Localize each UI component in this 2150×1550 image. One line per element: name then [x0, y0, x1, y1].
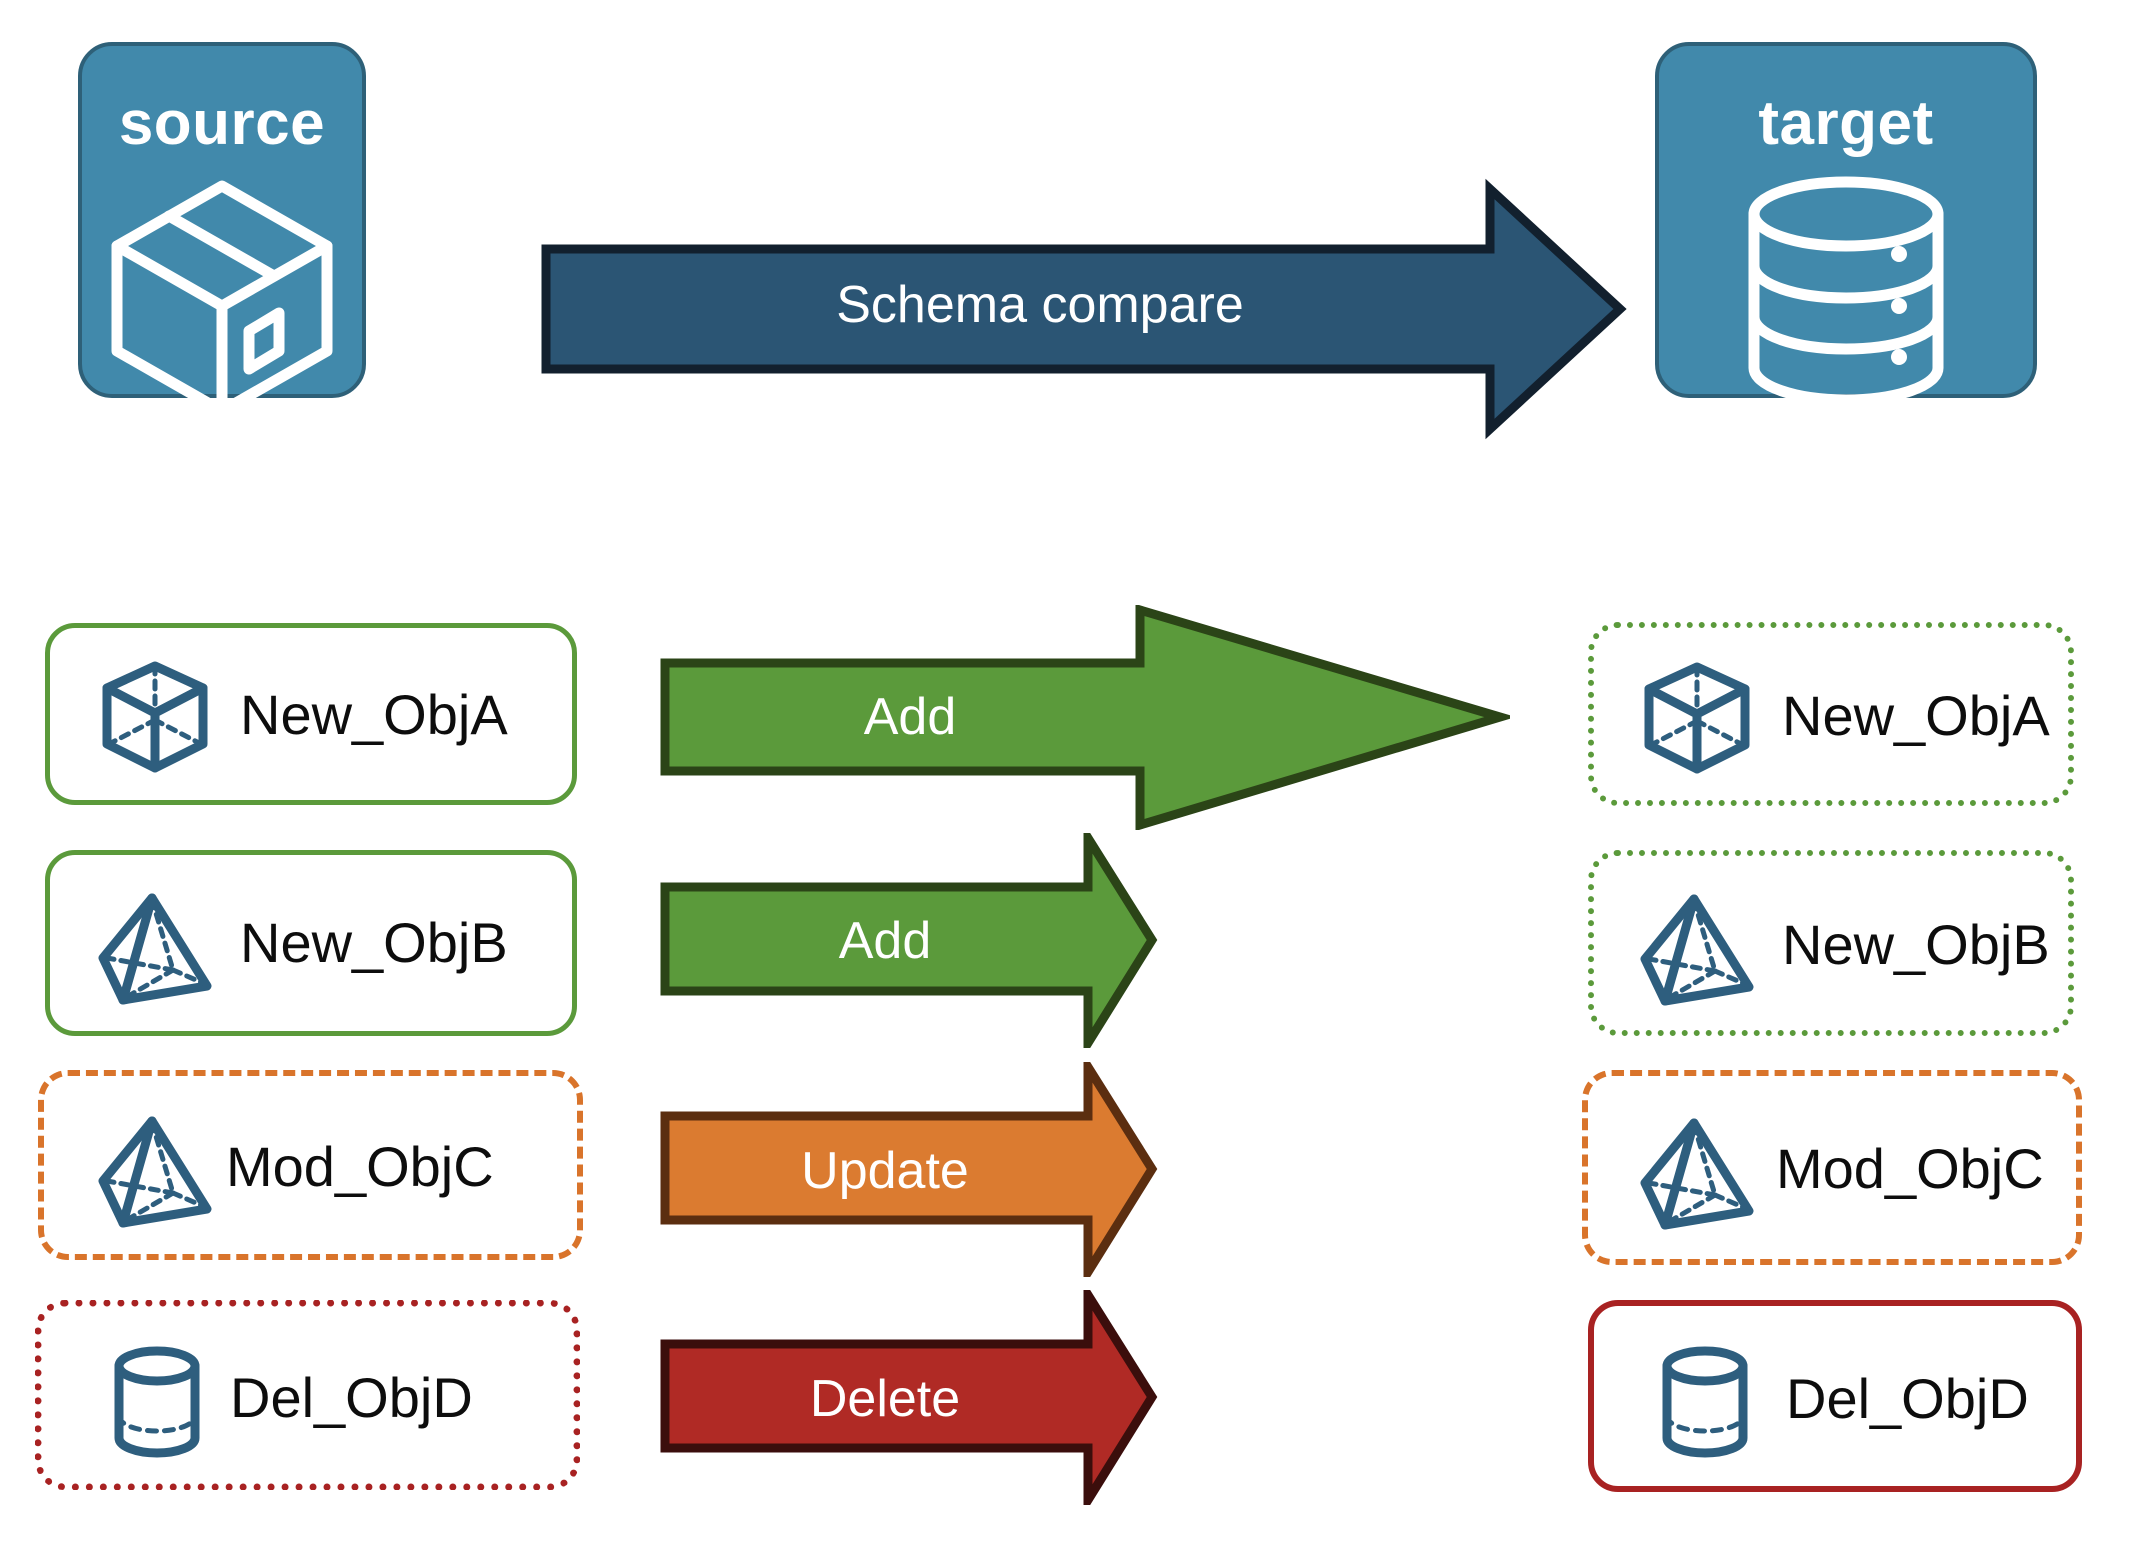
- source-object-label-0: New_ObjA: [240, 683, 508, 746]
- action-arrow-2[interactable]: Update: [660, 1051, 1160, 1288]
- source-object-card-3[interactable]: Del_ObjD: [35, 1300, 580, 1490]
- endpoint-card-source[interactable]: source: [78, 42, 366, 406]
- source-object-label-3: Del_ObjD: [230, 1366, 473, 1429]
- target-object-label-0: New_ObjA: [1782, 684, 2050, 747]
- source-object-card-0[interactable]: New_ObjA: [45, 623, 577, 805]
- database-cylinder-icon: [1659, 176, 2033, 406]
- cube-outline-icon: [1634, 656, 1760, 782]
- source-object-label-1: New_ObjB: [240, 911, 508, 974]
- pyramid-outline-icon: [1634, 886, 1760, 1012]
- endpoint-title-source: source: [118, 89, 326, 158]
- target-object-label-3: Del_ObjD: [1786, 1367, 2029, 1430]
- target-object-card-0[interactable]: New_ObjA: [1588, 622, 2074, 806]
- cylinder-outline-icon: [94, 1339, 220, 1465]
- pyramid-outline-icon: [92, 885, 218, 1011]
- target-object-label-1: New_ObjB: [1782, 913, 2050, 976]
- package-box-icon: [82, 176, 362, 406]
- action-arrow-3[interactable]: Delete: [660, 1279, 1160, 1516]
- source-object-card-1[interactable]: New_ObjB: [45, 850, 577, 1036]
- pyramid-outline-icon: [1634, 1110, 1760, 1236]
- action-arrow-1[interactable]: Add: [660, 822, 1160, 1059]
- endpoint-title-target: target: [1758, 89, 1934, 158]
- schema-compare-arrow[interactable]: Schema compare: [540, 175, 1630, 450]
- target-object-label-2: Mod_ObjC: [1776, 1137, 2044, 1200]
- source-object-label-2: Mod_ObjC: [226, 1135, 494, 1198]
- cylinder-outline-icon: [1642, 1339, 1768, 1465]
- cube-outline-icon: [92, 655, 218, 781]
- target-object-card-2[interactable]: Mod_ObjC: [1582, 1070, 2082, 1265]
- endpoint-card-target[interactable]: target: [1655, 42, 2037, 406]
- target-object-card-1[interactable]: New_ObjB: [1588, 850, 2074, 1036]
- action-arrow-0[interactable]: Add: [660, 603, 1516, 835]
- pyramid-outline-icon: [92, 1108, 218, 1234]
- target-object-card-3[interactable]: Del_ObjD: [1588, 1300, 2082, 1492]
- source-object-card-2[interactable]: Mod_ObjC: [38, 1070, 583, 1260]
